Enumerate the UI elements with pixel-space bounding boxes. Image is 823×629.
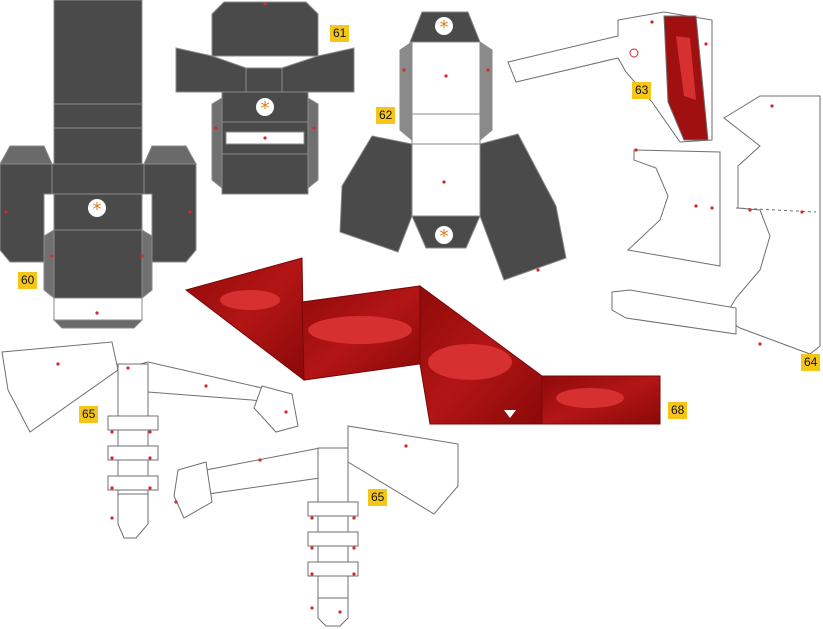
orientation-star-icon: *	[88, 199, 106, 220]
piece-label-68: 68	[668, 402, 688, 419]
orientation-star-icon: *	[256, 98, 274, 119]
piece-label-60: 60	[18, 272, 38, 289]
piece-61	[175, 1, 355, 195]
piece-label-64: 64	[801, 354, 821, 371]
svg-text:*: *	[261, 98, 270, 119]
piece-label-65-a: 65	[79, 406, 99, 423]
piece-65-b	[173, 425, 459, 627]
svg-text:*: *	[440, 226, 449, 247]
piece-label-65-b: 65	[368, 489, 388, 506]
glue-dot-icon	[4, 2, 804, 614]
circle-marker-icon	[629, 48, 639, 58]
orientation-star-icon: * *	[435, 17, 453, 247]
svg-text:*: *	[93, 199, 102, 220]
piece-64	[611, 95, 821, 355]
piece-62	[339, 11, 567, 281]
piece-63	[507, 11, 713, 143]
svg-text:*: *	[440, 17, 449, 38]
piece-68	[184, 257, 661, 425]
triangle-marker-icon	[504, 410, 516, 418]
piece-label-63: 63	[632, 82, 652, 99]
piece-label-61: 61	[330, 25, 350, 42]
piece-65-a	[1, 341, 299, 539]
piece-label-62: 62	[376, 107, 396, 124]
